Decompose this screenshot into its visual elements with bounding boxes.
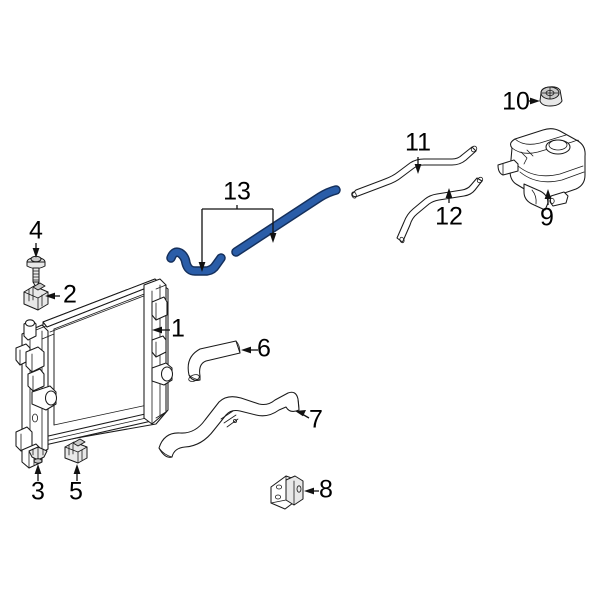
reservoir-hose-upper[interactable] [351, 145, 478, 199]
callout-leader-2 [45, 292, 60, 300]
callout-label-4: 4 [29, 217, 43, 245]
radiator-assembly[interactable] [15, 278, 174, 469]
callout-label-5: 5 [69, 478, 83, 506]
callout-label-9: 9 [540, 204, 554, 232]
hose-bracket[interactable] [270, 475, 304, 510]
callout-leader-1 [152, 326, 170, 334]
reservoir-tank-cap[interactable] [539, 86, 563, 107]
callout-leader-13 [198, 205, 277, 272]
callout-label-11: 11 [405, 129, 431, 157]
callout-leader-3 [34, 464, 42, 481]
reservoir-hose-lower[interactable] [396, 176, 484, 244]
callout-leader-7 [295, 410, 310, 419]
callout-label-1: 1 [171, 315, 185, 343]
radiator-overflow-hose-highlighted[interactable] [166, 185, 341, 276]
callout-leader-4 [32, 243, 40, 258]
radiator-lower-hose[interactable] [158, 391, 300, 458]
callout-label-6: 6 [257, 335, 271, 363]
callout-leader-12 [445, 188, 453, 203]
heater-hose-short[interactable] [187, 340, 241, 383]
callout-label-7: 7 [309, 406, 323, 434]
callout-leader-10 [529, 97, 540, 105]
overflow-hose-segment-right [232, 186, 340, 256]
callout-leader-8 [304, 487, 319, 495]
callout-label-8: 8 [319, 476, 333, 504]
radiator-mount-clip-upper[interactable] [23, 282, 49, 311]
callout-label-3: 3 [31, 478, 45, 506]
radiator-mount-bolt[interactable] [26, 255, 46, 288]
callout-label-13: 13 [223, 178, 251, 206]
coolant-reservoir-tank[interactable] [497, 128, 586, 211]
callout-leader-5 [73, 464, 81, 481]
callout-label-2: 2 [63, 281, 77, 309]
callout-leader-6 [241, 346, 258, 354]
radiator-insulator-lower[interactable] [28, 446, 48, 464]
callout-label-10: 10 [502, 88, 530, 116]
callout-leader-9 [544, 189, 552, 205]
callout-label-12: 12 [435, 203, 463, 231]
radiator-mount-clip-lower[interactable] [64, 438, 88, 464]
callout-leader-11 [414, 157, 422, 174]
overflow-hose-segment-left [167, 248, 225, 275]
